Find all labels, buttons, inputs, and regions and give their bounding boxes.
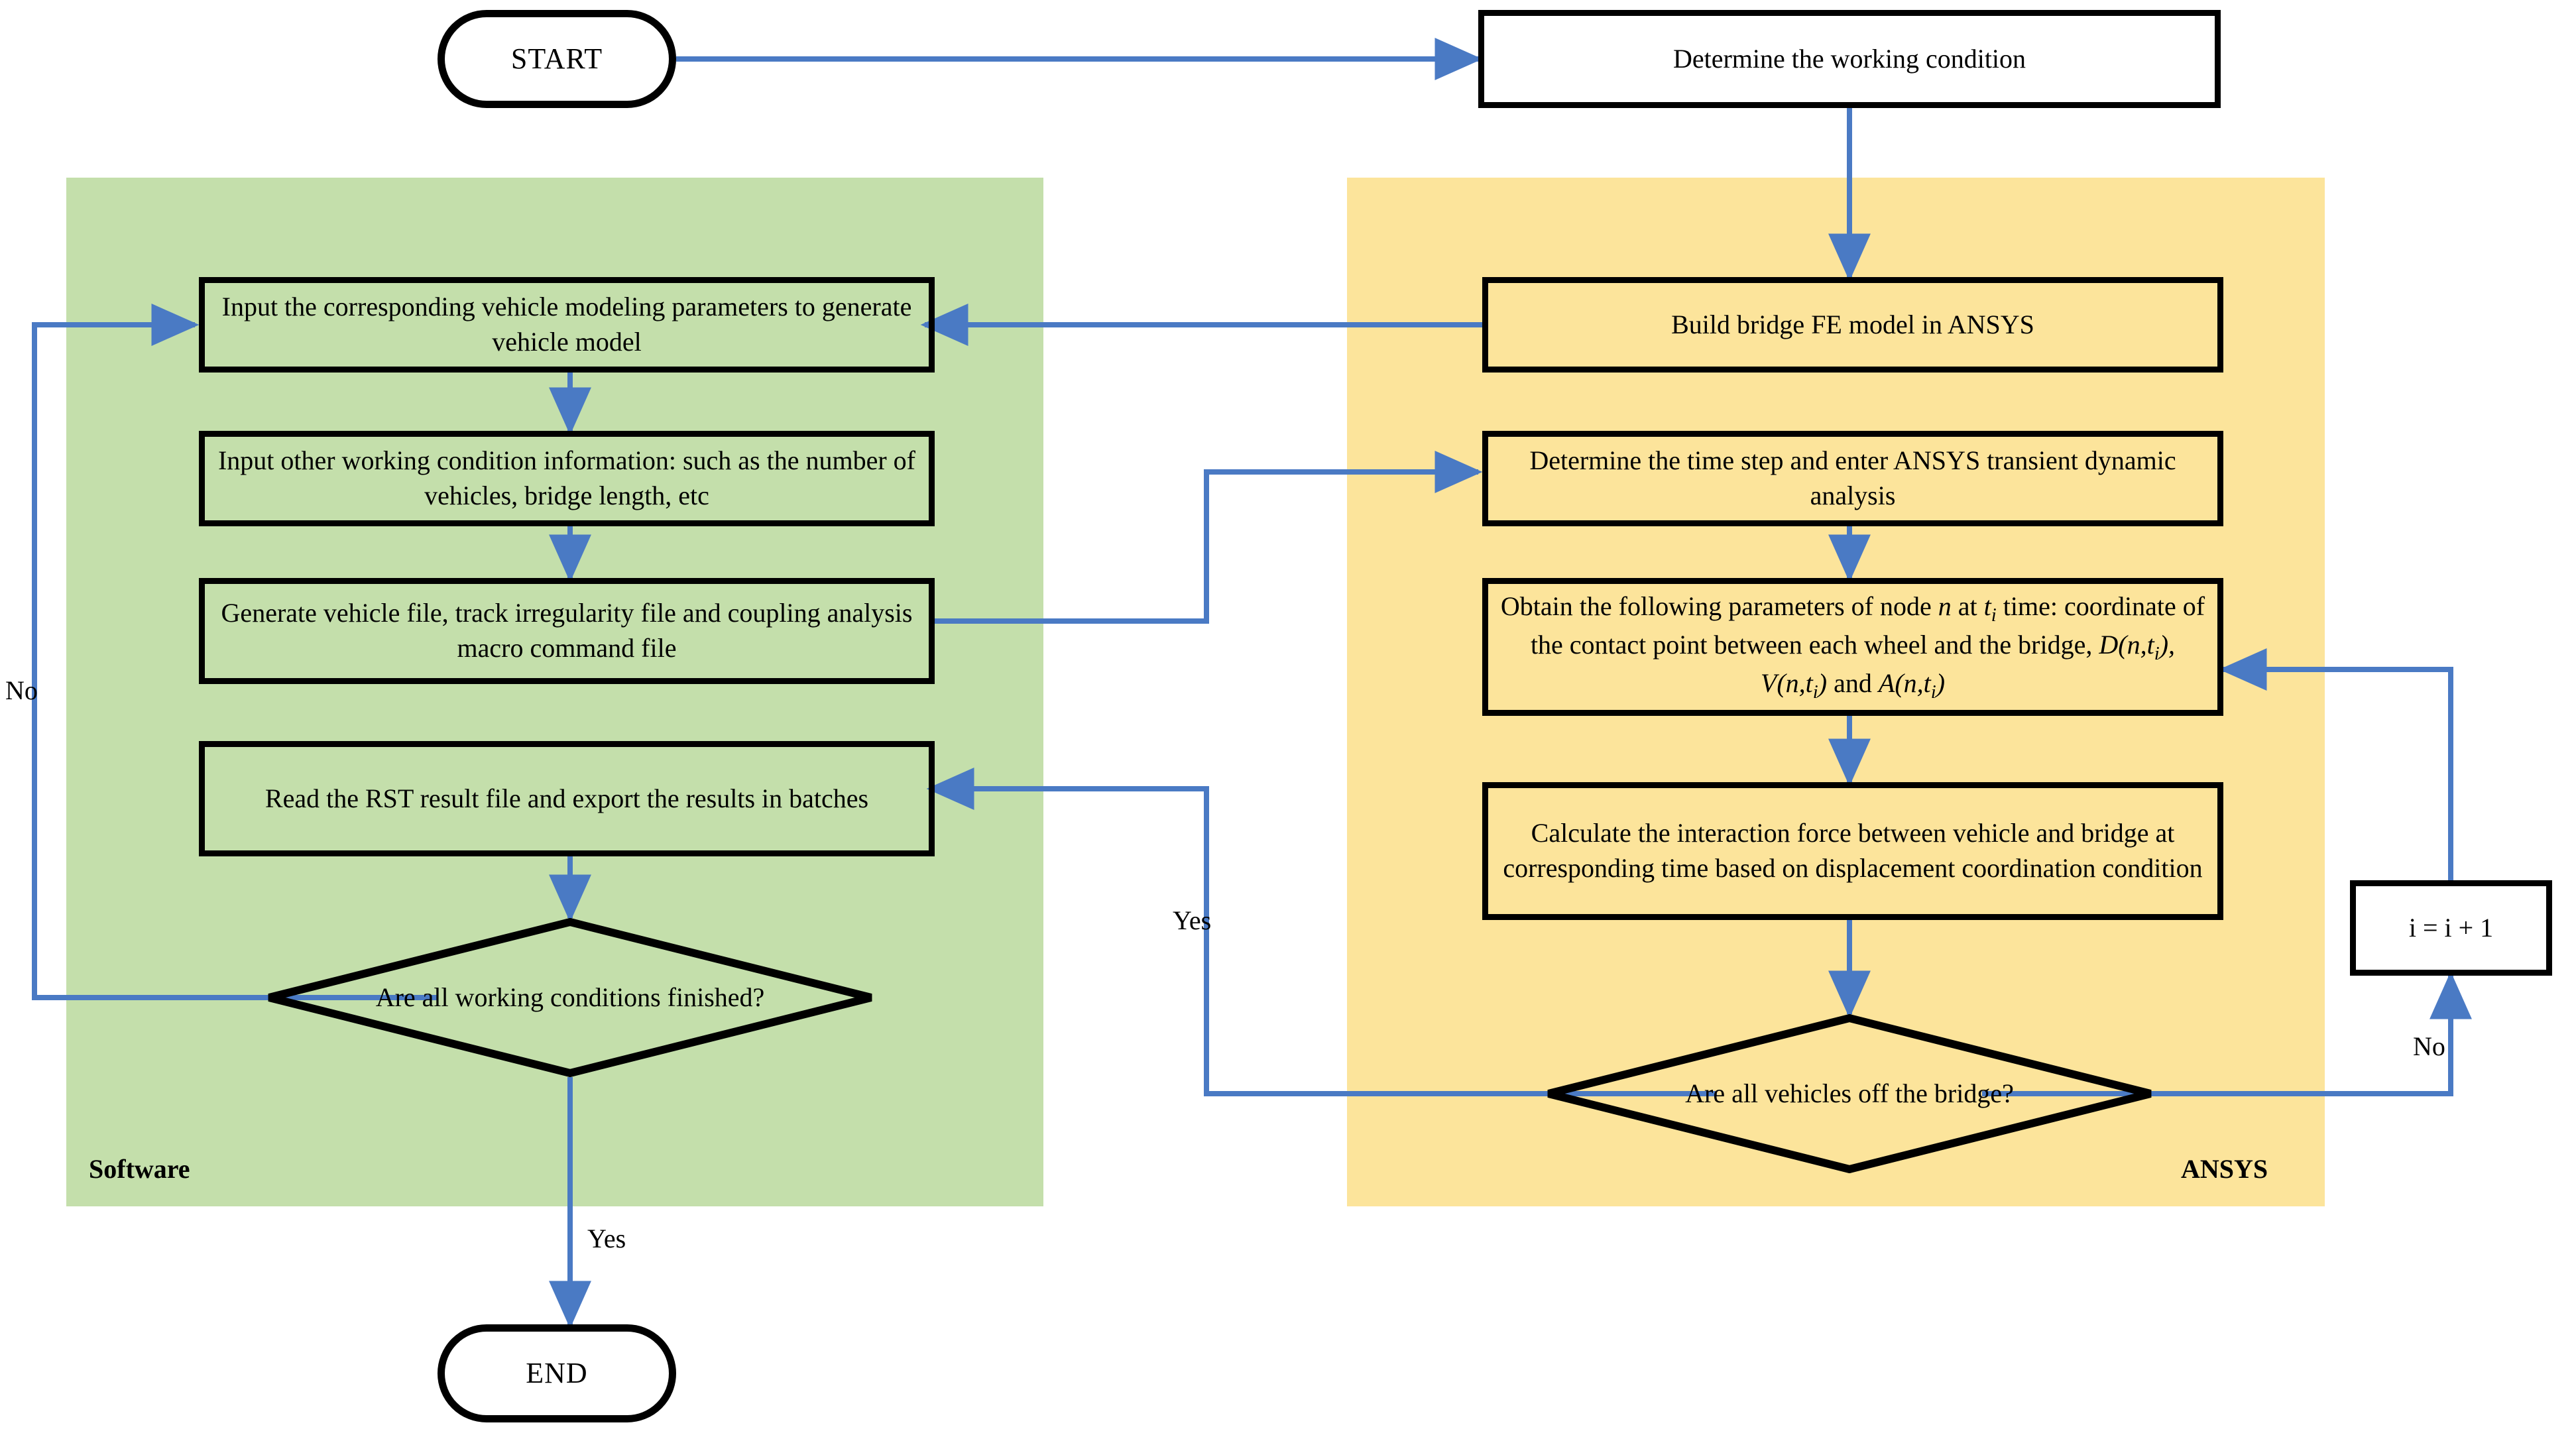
edge-generate-to-timestep (931, 451, 1483, 624)
end-label: END (526, 1356, 588, 1389)
edge-label-yes-middle: Yes (1173, 905, 1212, 935)
calculate-force-box: Calculate the interaction force between … (1482, 782, 2223, 920)
edge-label-no-right: No (2413, 1031, 2445, 1061)
generate-files-box: Generate vehicle file, track irregularit… (199, 578, 935, 684)
build-fe-model-label: Build bridge FE model in ANSYS (1671, 309, 2034, 339)
edge-label-yes-left: Yes (587, 1224, 626, 1253)
software-panel-label: Software (89, 1154, 190, 1184)
acceleration-symbol-A: A (1878, 668, 1895, 698)
time-step-box: Determine the time step and enter ANSYS … (1482, 431, 2223, 526)
input-vehicle-modeling-box: Input the corresponding vehicle modeling… (199, 277, 935, 373)
input-other-condition-label: Input other working condition informatio… (217, 445, 915, 510)
node-symbol-n: n (1938, 591, 1952, 621)
time-subscript-i: i (1991, 605, 1997, 626)
edge-vehicles-yes-to-readrst (926, 768, 1717, 1096)
displacement-symbol-D: D (2099, 630, 2119, 660)
edge-label-no-left: No (5, 675, 38, 705)
input-other-condition-box: Input other working condition informatio… (199, 431, 935, 526)
increment-counter-box: i = i + 1 (2350, 880, 2552, 976)
input-vehicle-modeling-label: Input the corresponding vehicle modeling… (221, 292, 912, 357)
determine-working-condition-label: Determine the working condition (1672, 43, 2026, 74)
read-rst-label: Read the RST result file and export the … (264, 783, 869, 813)
time-step-label: Determine the time step and enter ANSYS … (1529, 445, 2176, 510)
end-terminator: END (438, 1324, 676, 1422)
velocity-symbol-V: V (1760, 668, 1777, 698)
time-symbol-t: t (1983, 591, 1991, 621)
software-panel (66, 178, 1043, 1206)
calculate-force-label: Calculate the interaction force between … (1503, 818, 2203, 883)
start-terminator: START (438, 10, 676, 108)
generate-files-label: Generate vehicle file, track irregularit… (221, 598, 913, 663)
start-label: START (510, 42, 603, 75)
edge-increment-to-obtain (2219, 648, 2453, 880)
read-rst-box: Read the RST result file and export the … (199, 741, 935, 856)
ansys-panel-label: ANSYS (2181, 1154, 2268, 1184)
ansys-panel (1347, 178, 2325, 1206)
determine-working-condition-box: Determine the working condition (1478, 10, 2221, 108)
obtain-parameters-box: Obtain the following parameters of node … (1482, 578, 2223, 716)
increment-counter-label: i = i + 1 (2408, 912, 2494, 943)
obtain-parameters-label: Obtain the following parameters of node … (1500, 591, 2205, 703)
all-working-conditions-decision: Are all working conditions finished? (265, 918, 875, 1077)
all-vehicles-off-decision: Are all vehicles off the bridge? (1545, 1014, 2154, 1173)
edge-decision-no-to-inputvehicle (32, 304, 438, 1000)
build-fe-model-box: Build bridge FE model in ANSYS (1482, 277, 2223, 373)
